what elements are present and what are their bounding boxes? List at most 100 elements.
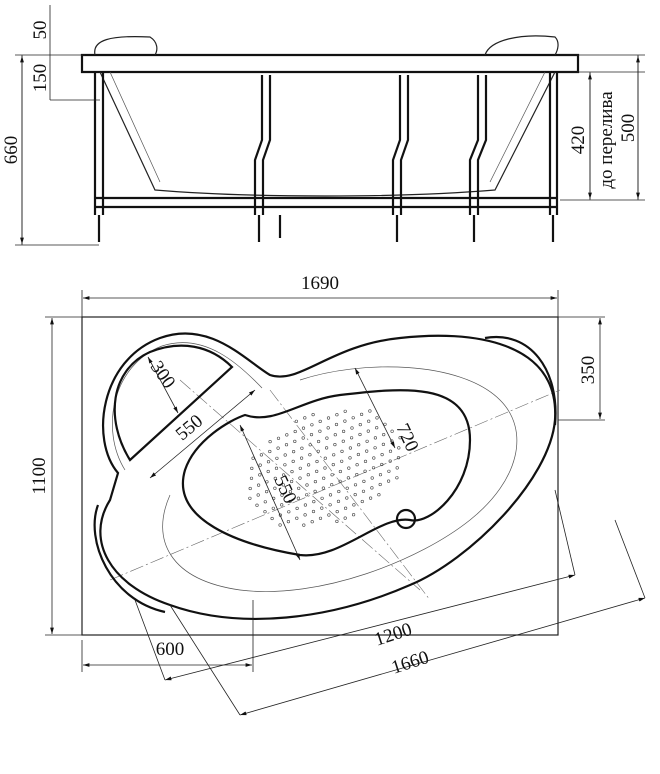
jet-dot (266, 460, 271, 464)
jet-dot (368, 409, 372, 413)
jet-dot (307, 463, 311, 467)
jet-dot (363, 459, 368, 464)
jet-dot (292, 450, 296, 454)
jet-dot (330, 483, 334, 487)
jet-dot (249, 476, 254, 480)
jet-dot (270, 516, 274, 521)
jet-dot (258, 473, 262, 477)
jet-dot (276, 446, 280, 450)
jet-dot (311, 413, 315, 417)
jet-dot (381, 442, 386, 447)
jet-dot (380, 453, 384, 457)
jet-dot (341, 439, 345, 443)
jet-dot (318, 516, 323, 520)
jet-dot (342, 429, 346, 434)
tub-rim (80, 53, 580, 74)
dim-660: 660 (1, 136, 22, 165)
jet-dot (257, 483, 261, 487)
jet-dot (308, 453, 312, 457)
jet-dot (355, 473, 359, 477)
jet-dot (337, 489, 341, 494)
jet-dot (366, 429, 370, 433)
jet-dot (285, 433, 289, 437)
jet-dot (323, 456, 327, 460)
jet-dot (363, 469, 367, 473)
jet-dot (302, 523, 306, 527)
handles (93, 335, 557, 614)
jet-dot (255, 503, 259, 507)
jet-dot (343, 419, 347, 423)
jet-dot (356, 452, 361, 457)
jet-dot (274, 466, 279, 470)
jet-dot (347, 466, 351, 470)
jet-dot (387, 469, 391, 473)
jet-dot (346, 476, 351, 480)
dim-420: 420 (568, 126, 589, 155)
jet-dot (336, 499, 341, 504)
jet-dot (266, 469, 270, 474)
jet-dot (353, 493, 357, 497)
jet-dot (320, 496, 324, 500)
jet-dot (335, 510, 339, 514)
jet-dot (301, 426, 306, 430)
jet-dot (373, 446, 377, 450)
jet-dot (293, 439, 297, 444)
jet-dot (295, 516, 299, 520)
jet-dot (362, 479, 366, 484)
jet-dot (378, 482, 382, 487)
jet-dot (313, 480, 318, 484)
jet-dot (325, 446, 329, 450)
jet-dot (333, 443, 337, 447)
right-pillow (484, 35, 559, 56)
jet-dot (334, 422, 339, 427)
jet-dot (398, 436, 402, 440)
drain (395, 508, 417, 530)
jet-dot (397, 446, 401, 450)
jet-dot (297, 486, 301, 490)
top-view: 1690 1100 350 300 550 720 550 600 1200 1… (29, 273, 646, 716)
jet-dot (345, 486, 349, 490)
jet-dot (256, 493, 260, 497)
jet-dot (287, 510, 291, 514)
jet-dot (333, 433, 337, 437)
jet-dot (348, 456, 352, 460)
left-pillow (94, 35, 158, 56)
jet-dot (263, 510, 267, 514)
jet-dot (318, 429, 322, 433)
jet-dot (370, 476, 374, 480)
jet-dot (335, 519, 339, 524)
jet-dot (388, 449, 393, 453)
jet-dot (335, 413, 339, 417)
jet-dot (355, 463, 359, 467)
jet-dot (316, 449, 320, 453)
jet-dot (268, 449, 272, 454)
jet-dot (311, 509, 316, 514)
frame (93, 72, 559, 215)
jet-dot (300, 446, 304, 450)
jet-dot (375, 416, 379, 420)
jet-dot (350, 436, 354, 440)
jet-dot (344, 506, 348, 510)
jet-dot (320, 506, 324, 510)
jet-dot (326, 416, 331, 420)
jet-dot (305, 493, 309, 497)
jet-dot (328, 493, 333, 497)
dim-1690: 1690 (301, 273, 339, 294)
jet-dot (331, 463, 335, 467)
jet-dot (278, 523, 282, 527)
hydromassage-dots (248, 409, 402, 527)
bowl (181, 389, 472, 557)
jet-dot (306, 473, 310, 477)
jet-dot (325, 436, 329, 440)
jet-dot (301, 436, 305, 440)
jet-dot (375, 426, 379, 430)
jet-dot (312, 500, 316, 504)
jet-dot (372, 456, 376, 460)
jet-dot (369, 496, 373, 500)
tub-body (99, 71, 556, 197)
jet-dot (303, 503, 308, 507)
overflow-label: до перелива (596, 91, 617, 189)
jet-dot (357, 443, 361, 447)
jet-dot (283, 453, 287, 457)
jet-dot (365, 439, 369, 443)
